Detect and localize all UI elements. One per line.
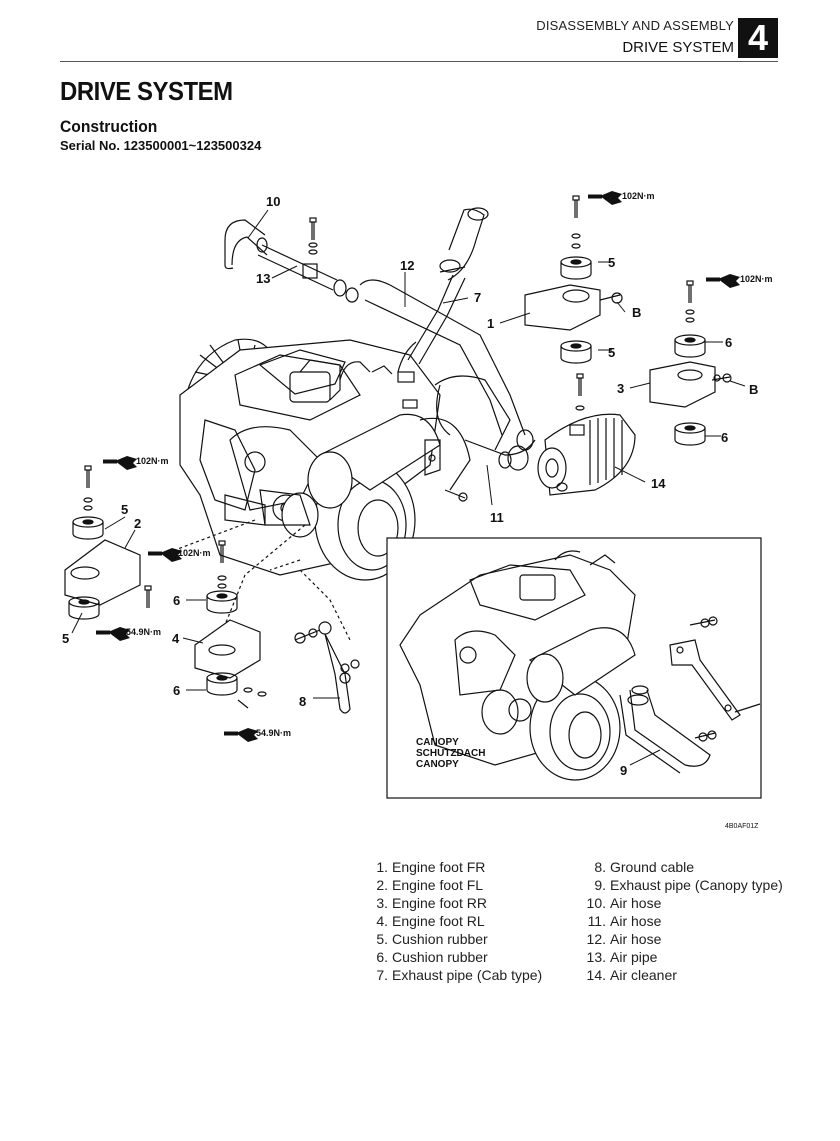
engine-mount-rr — [649, 280, 732, 446]
torque-value-fl: 102N·m — [136, 456, 169, 466]
parts-legend-right: 8.Ground cable 9.Exhaust pipe (Canopy ty… — [578, 858, 783, 984]
legend-item: 12.Air hose — [586, 931, 662, 947]
canopy-inset — [386, 537, 762, 799]
canopy-label-2: SCHUTZDACH — [416, 748, 485, 759]
callout-13: 13 — [256, 271, 270, 286]
callout-leaders — [71, 209, 746, 766]
torque-wrench-icon-5 — [95, 626, 131, 642]
torque-wrench-icon-2 — [705, 273, 741, 289]
legend-item: 1.Engine foot FR — [376, 859, 486, 875]
callout-5-b: 5 — [608, 345, 615, 360]
torque-wrench-icon-3 — [102, 455, 138, 471]
legend-item: 11.Air hose — [587, 913, 662, 929]
canopy-label-3: CANOPY — [416, 759, 459, 770]
section-heading: Construction — [60, 117, 158, 136]
torque-value-fl-bracket: 54.9N·m — [126, 627, 161, 637]
page-title: DRIVE SYSTEM — [60, 76, 233, 106]
callout-6-a: 6 — [725, 335, 732, 350]
chapter-number-badge: 4 — [738, 18, 778, 58]
legend-item: 4.Engine foot RL — [376, 913, 485, 929]
torque-value-rl: 102N·m — [178, 548, 211, 558]
parts-legend-left: 1.Engine foot FR 2.Engine foot FL 3.Engi… — [360, 858, 542, 984]
legend-item: 3.Engine foot RR — [376, 895, 487, 911]
legend-item: 2.Engine foot FL — [376, 877, 484, 893]
torque-wrench-icon-4 — [147, 547, 183, 563]
legend-item: 7.Exhaust pipe (Cab type) — [376, 967, 543, 983]
callout-7: 7 — [474, 290, 481, 305]
canopy-label-1: CANOPY — [416, 737, 459, 748]
legend-item: 5.Cushion rubber — [376, 931, 488, 947]
engine-mount-fl — [64, 465, 152, 620]
engine-mount-fr — [524, 195, 623, 364]
legend-item: 14.Air cleaner — [586, 967, 677, 983]
callout-9: 9 — [620, 763, 627, 778]
torque-value-rr: 102N·m — [740, 274, 773, 284]
legend-item: 9.Exhaust pipe (Canopy type) — [594, 877, 783, 893]
header-subsection-label: DRIVE SYSTEM — [622, 39, 734, 56]
callout-b-a: B — [632, 305, 641, 320]
serial-number: Serial No. 123500001~123500324 — [60, 138, 262, 153]
torque-value-rl-bracket: 54.9N·m — [256, 728, 291, 738]
torque-wrench-icon-1 — [587, 190, 623, 206]
header-section-label: DISASSEMBLY AND ASSEMBLY — [536, 18, 734, 33]
callout-b-b: B — [749, 382, 758, 397]
callout-1: 1 — [487, 316, 494, 331]
engine-block-illustration — [174, 338, 471, 641]
legend-item: 6.Cushion rubber — [376, 949, 488, 965]
legend-item: 8.Ground cable — [594, 859, 695, 875]
engine-mount-rl — [194, 540, 267, 709]
callout-6-c: 6 — [173, 593, 180, 608]
figure-code: 4B0AF01Z — [725, 823, 759, 830]
torque-wrench-icon-6 — [223, 727, 259, 743]
callout-10: 10 — [266, 194, 280, 209]
callout-5-a: 5 — [608, 255, 615, 270]
header-divider — [60, 61, 778, 62]
callout-12: 12 — [400, 258, 414, 273]
callout-3: 3 — [617, 381, 624, 396]
legend-item: 10.Air hose — [586, 895, 662, 911]
callout-5-d: 5 — [62, 631, 69, 646]
callout-14: 14 — [651, 476, 666, 491]
ground-cable — [294, 621, 360, 714]
callout-6-d: 6 — [173, 683, 180, 698]
callout-5-c: 5 — [121, 502, 128, 517]
callout-6-b: 6 — [721, 430, 728, 445]
torque-value-fr: 102N·m — [622, 191, 655, 201]
callout-2: 2 — [134, 516, 141, 531]
callout-11: 11 — [490, 510, 504, 525]
legend-item: 13.Air pipe — [586, 949, 658, 965]
callout-4: 4 — [172, 631, 180, 646]
callout-8: 8 — [299, 694, 306, 709]
air-intake-illustration — [224, 207, 636, 496]
